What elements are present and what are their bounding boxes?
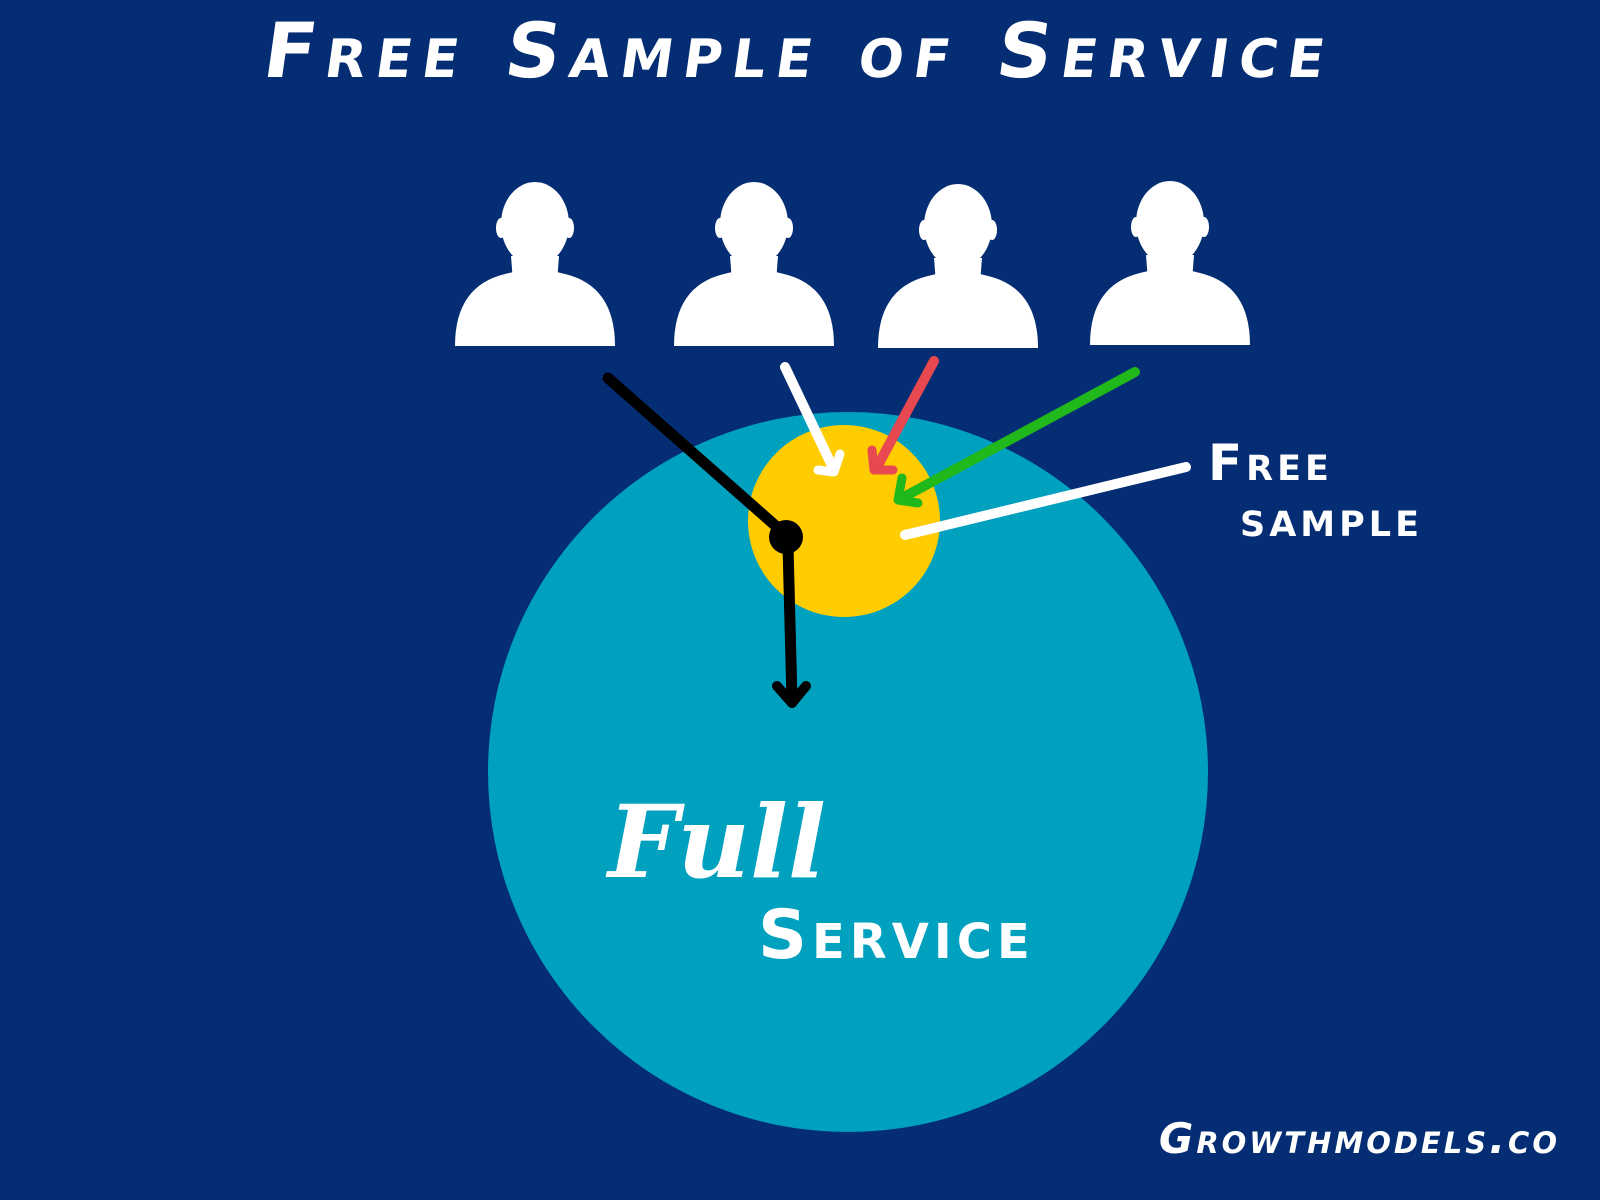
free-sample-label-line2: sample [1240, 490, 1423, 548]
full-service-circle [488, 412, 1208, 1132]
credit-text: Growthmodels.co [1158, 1114, 1560, 1163]
full-service-label-line2: Service [758, 896, 1035, 975]
black-conversion-arrow [602, 372, 811, 708]
white-arrow [780, 362, 845, 477]
user-icon [878, 184, 1038, 348]
user-icon [455, 182, 615, 346]
user-icon [674, 182, 834, 346]
full-service-label-line1: Full [608, 783, 826, 901]
free-sample-label-line1: Free [1208, 434, 1333, 492]
green-arrow [893, 367, 1140, 508]
red-arrow [867, 356, 939, 475]
free-sample-pointer [900, 462, 1191, 540]
user-icon [1090, 181, 1250, 345]
